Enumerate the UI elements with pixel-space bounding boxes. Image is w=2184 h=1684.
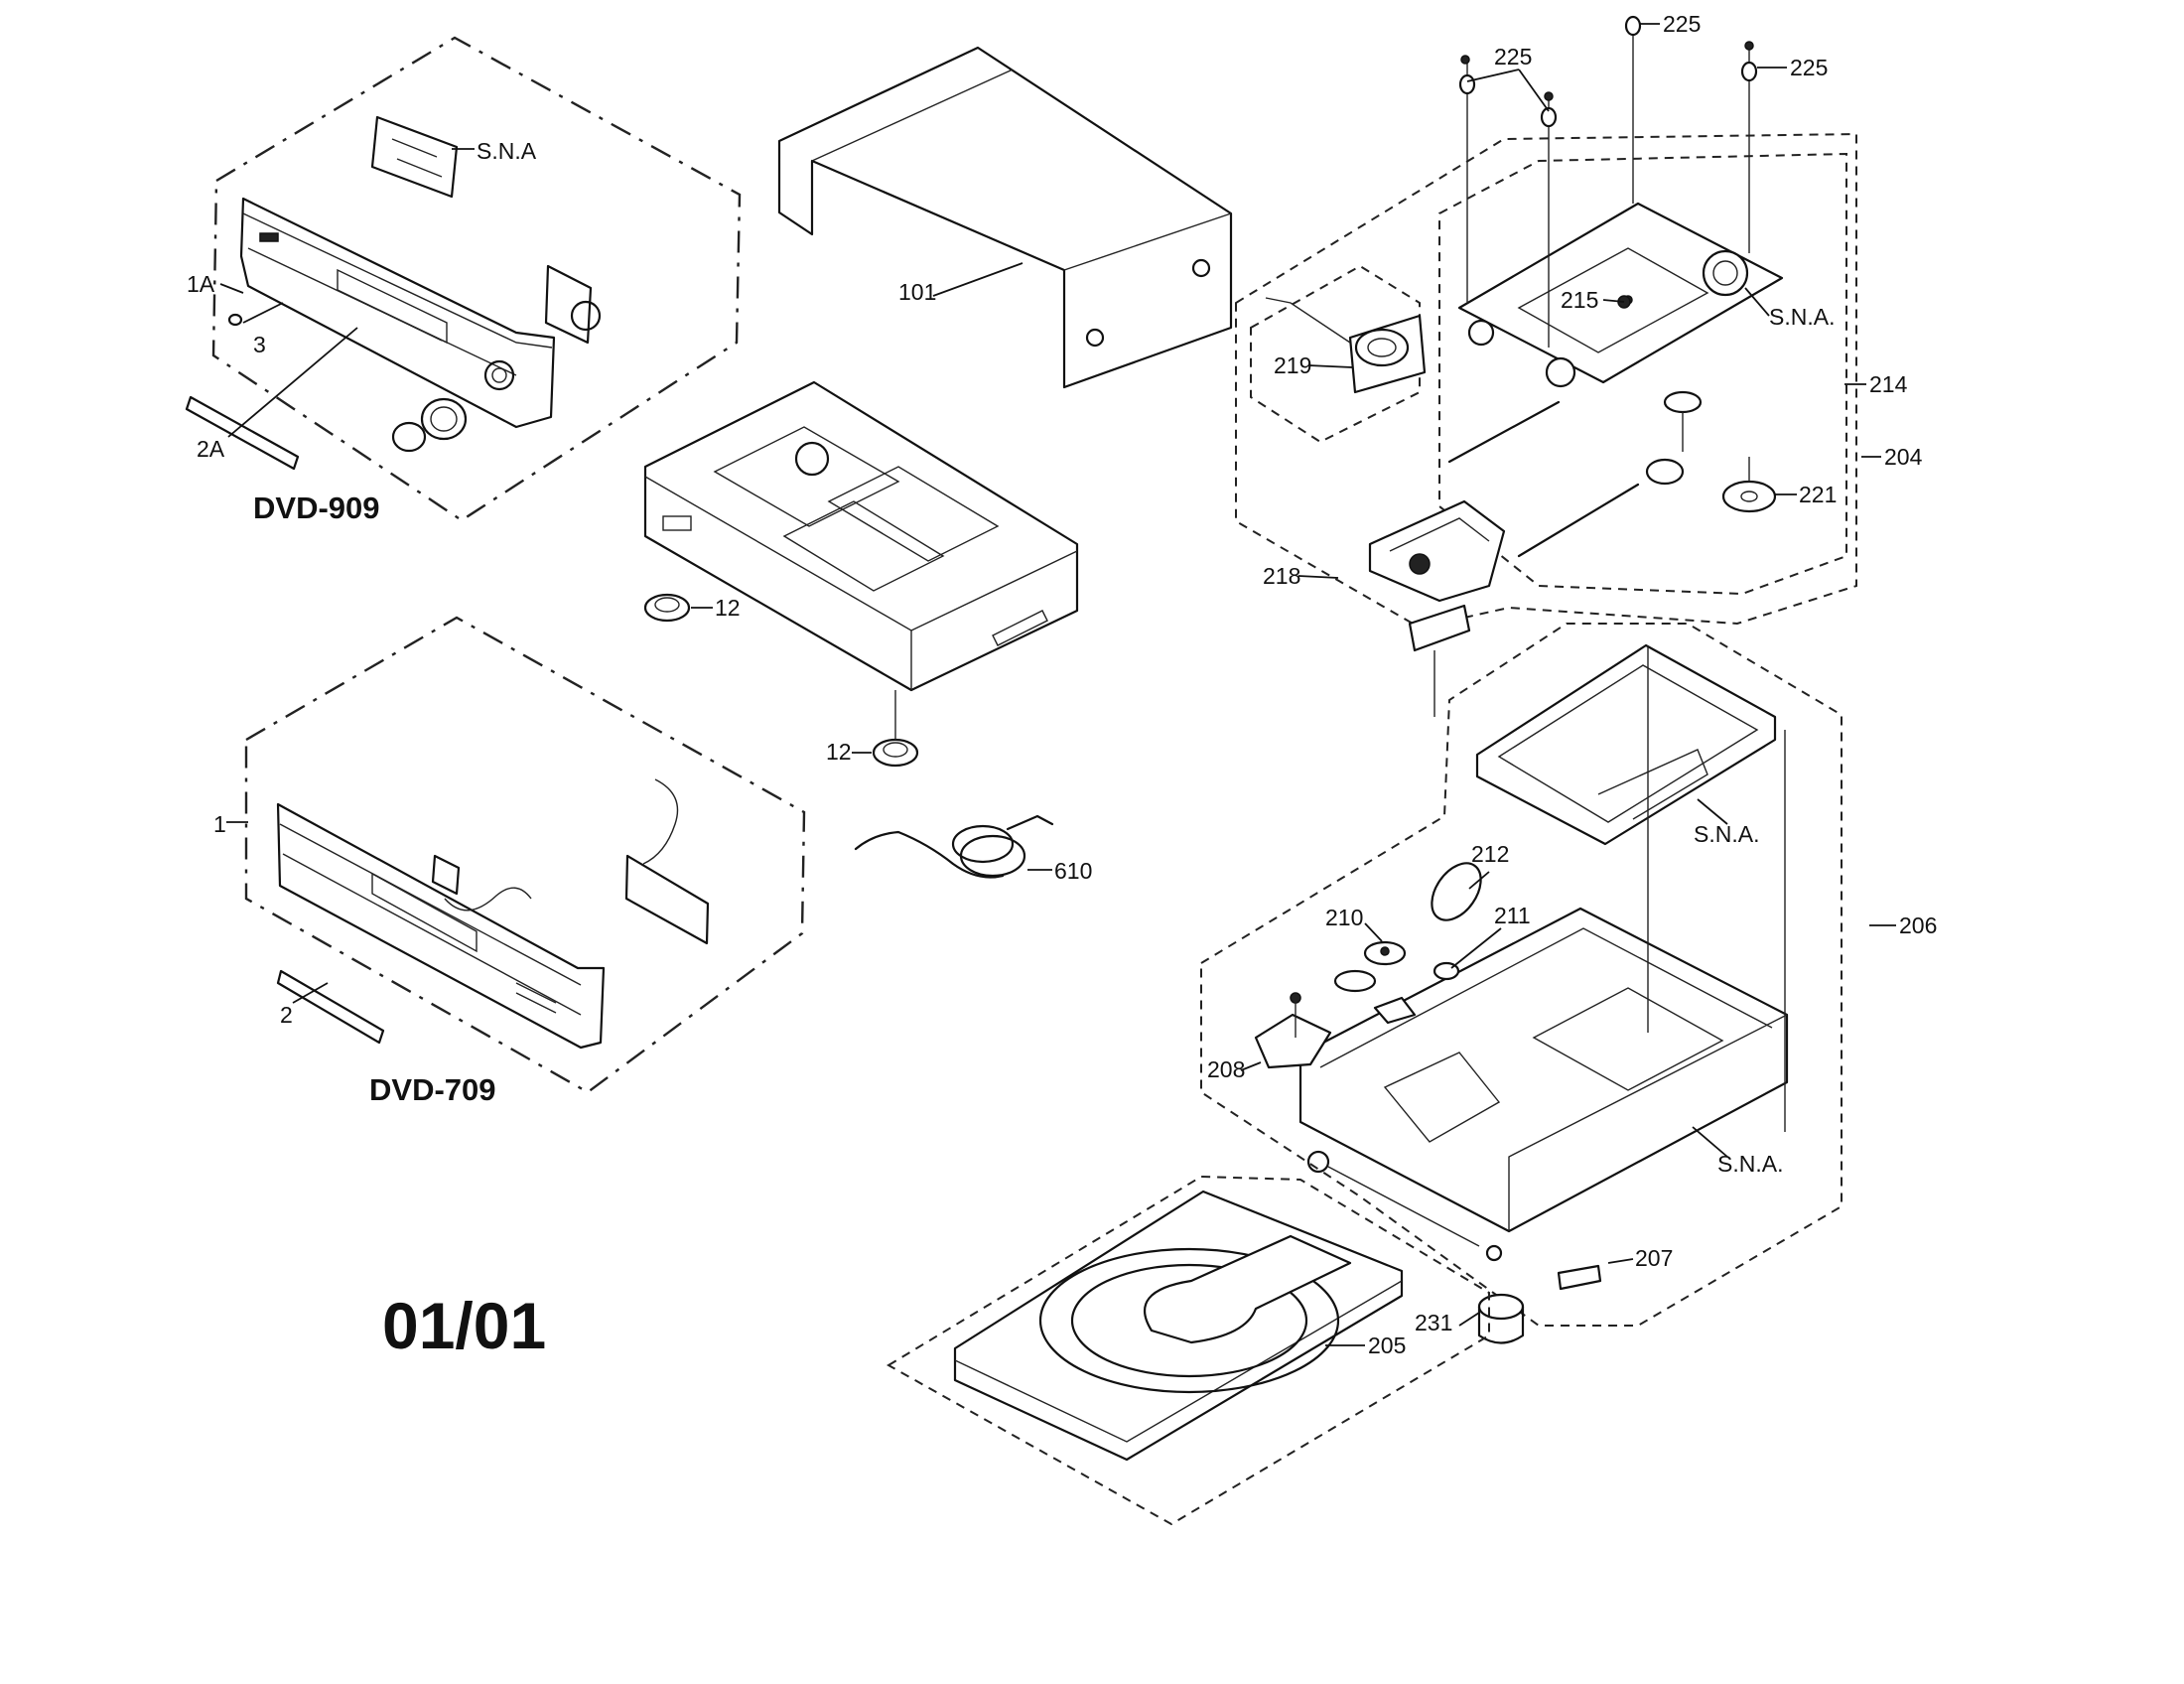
label-12-a: 12 (715, 595, 741, 621)
foot-12-b (872, 738, 919, 768)
dvd-709-front-panel-group (226, 616, 806, 1094)
power-cord-610 (854, 814, 1054, 879)
label-210: 210 (1325, 905, 1363, 930)
label-2: 2 (280, 1002, 293, 1028)
label-12-b: 12 (826, 739, 852, 765)
outline-206 (1200, 623, 1843, 1327)
traverse-group-204 (1235, 15, 1881, 717)
label-2A: 2A (197, 436, 225, 462)
label-219: 219 (1274, 352, 1311, 378)
dvd-709-group-outline (244, 616, 806, 1094)
label-231: 231 (1415, 1310, 1452, 1335)
label-101: 101 (898, 279, 936, 305)
label-215: 215 (1561, 287, 1598, 313)
label-225-c: 225 (1790, 55, 1828, 80)
loader-group-206 (1200, 623, 1896, 1344)
knob (420, 397, 468, 441)
sna-board-top (370, 115, 459, 199)
label-214: 214 (1869, 371, 1908, 397)
motor-231 (1477, 1293, 1525, 1321)
label-212: 212 (1471, 841, 1509, 867)
outline-204 (1235, 132, 1857, 630)
label-225-a: 225 (1494, 44, 1532, 70)
label-sna-clamper: S.N.A. (1694, 821, 1759, 847)
label-204: 204 (1884, 444, 1923, 470)
sled-plate (1457, 202, 1784, 384)
label-1A: 1A (187, 271, 215, 297)
dvd-909-group-outline (211, 36, 742, 522)
main-chassis (643, 380, 1079, 768)
top-cover-101 (777, 46, 1233, 389)
disc-tray-205 (887, 1175, 1490, 1526)
model-label-dvd-909: DVD-909 (253, 491, 380, 525)
label-sna-loader: S.N.A. (1717, 1151, 1783, 1177)
belt-212 (1431, 862, 1482, 921)
front-panel-1A (239, 197, 556, 429)
page-indicator: 01/01 (382, 1289, 546, 1362)
gear-221 (1721, 480, 1777, 513)
label-225-b: 225 (1663, 11, 1701, 37)
loader-chassis (1298, 907, 1789, 1233)
label-3: 3 (253, 332, 266, 357)
board-709 (624, 854, 710, 945)
dvd-909-front-panel-group (185, 36, 742, 522)
outline-205 (887, 1175, 1490, 1526)
label-1: 1 (213, 811, 226, 837)
clamper-frame (1475, 643, 1777, 846)
cam-208 (1254, 1013, 1332, 1069)
label-sna-traverse: S.N.A. (1769, 304, 1835, 330)
label-sna-top: S.N.A (477, 138, 537, 164)
bar-2A (185, 395, 300, 471)
label-208: 208 (1207, 1056, 1245, 1082)
part-labels: DVD-909 DVD-709 01/01 S.N.A 1A 3 2A 1 2 … (187, 11, 1937, 1362)
label-211: 211 (1494, 903, 1531, 928)
model-label-dvd-709: DVD-709 (369, 1072, 496, 1107)
label-218: 218 (1263, 563, 1300, 589)
bracket-207 (1557, 1264, 1602, 1291)
side-board (544, 264, 593, 345)
label-205: 205 (1368, 1333, 1406, 1358)
label-206: 206 (1899, 912, 1937, 938)
foot-12-a (643, 593, 691, 623)
bar-2 (276, 969, 385, 1045)
label-207: 207 (1635, 1245, 1673, 1271)
label-610: 610 (1054, 858, 1092, 884)
label-221: 221 (1799, 482, 1837, 507)
